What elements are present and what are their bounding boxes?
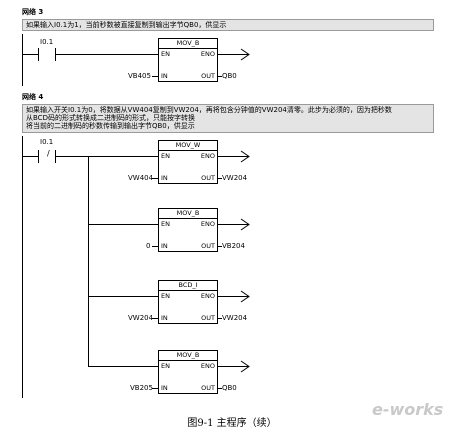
network-4-contact-label: I0.1 [40, 138, 54, 146]
box-name: MOV_B [176, 351, 200, 359]
in-pin: IN [161, 174, 168, 182]
eno-pin: ENO [200, 292, 215, 300]
en-pin: EN [161, 292, 170, 300]
network-4-bcd-i-box[interactable]: BCD_I EN ENO IN OUT [158, 280, 218, 324]
network-4-box3-out-value: VW204 [222, 314, 248, 322]
network-3-contact-label: I0.1 [40, 38, 54, 46]
network-3-comment-text: 如果输入I0.1为1，当前秒数被直接复制到输出字节QB0，供显示 [26, 21, 227, 29]
network-3-out-value: QB0 [222, 72, 237, 80]
output-arrow [240, 48, 250, 61]
box-name: BCD_I [178, 281, 198, 289]
eno-pin: ENO [200, 220, 215, 228]
network-4-mov-b-box[interactable]: MOV_B EN ENO IN OUT [158, 208, 218, 252]
e-works-watermark-logo: e-works [372, 400, 444, 419]
box-divider [159, 48, 217, 49]
network-3-comment[interactable]: 如果输入I0.1为1，当前秒数被直接复制到输出字节QB0，供显示 [22, 19, 434, 31]
network-4-box1-out-value: VW204 [222, 174, 248, 182]
network-4-comment-line: 从BCD码的形式转换成二进制码的形式，只能按字转换 [26, 114, 195, 122]
en-pin: EN [161, 362, 170, 370]
box-divider [159, 290, 217, 291]
eno-pin: ENO [200, 152, 215, 160]
network-4-mov-b-box-2[interactable]: MOV_B EN ENO IN OUT [158, 350, 218, 394]
box-divider [159, 150, 217, 151]
network-4-comment[interactable]: 如果输入开关I0.1为0，将数据从VW404复制到VW204，再将包含分钟值的V… [22, 104, 434, 133]
network-4-mov-w-box[interactable]: MOV_W EN ENO IN OUT [158, 140, 218, 184]
network-3-title: 网络 3 [22, 8, 44, 16]
out-pin: OUT [201, 384, 215, 392]
out-pin: OUT [201, 242, 215, 250]
network-4-box2-out-value: VB204 [222, 242, 245, 250]
in-pin: IN [161, 72, 168, 80]
box-name: MOV_W [175, 141, 201, 149]
in-pin: IN [161, 242, 168, 250]
network-4-box1-in-value: VW404 [128, 174, 154, 182]
eno-pin: ENO [200, 50, 215, 58]
network-4-box3-in-value: VW204 [128, 314, 154, 322]
negated-contact-slash: / [47, 149, 50, 158]
box-name: MOV_B [176, 209, 200, 217]
out-pin: OUT [201, 174, 215, 182]
network-3-mov-b-box[interactable]: MOV_B EN ENO IN OUT [158, 38, 218, 82]
in-pin: IN [161, 314, 168, 322]
in-pin: IN [161, 384, 168, 392]
en-pin: EN [161, 152, 170, 160]
eno-pin: ENO [200, 362, 215, 370]
network-4-comment-line: 如果输入开关I0.1为0，将数据从VW404复制到VW204，再将包含分钟值的V… [26, 106, 392, 114]
en-pin: EN [161, 220, 170, 228]
network-4-box2-in-value: 0 [146, 242, 151, 250]
network-3-in-value: VB405 [128, 72, 151, 80]
network-4-title: 网络 4 [22, 93, 44, 101]
out-pin: OUT [201, 314, 215, 322]
box-divider [159, 218, 217, 219]
out-pin: OUT [201, 72, 215, 80]
box-name: MOV_B [176, 39, 200, 47]
box-divider [159, 360, 217, 361]
en-pin: EN [161, 50, 170, 58]
figure-caption: 图9-1 主程序（续） [187, 418, 277, 429]
network-4-box4-in-value: VB205 [130, 384, 153, 392]
network-4-box4-out-value: QB0 [222, 384, 237, 392]
network-4-comment-line: 将当前的二进制码的秒数传输到输出字节QB0，供显示 [26, 122, 195, 130]
